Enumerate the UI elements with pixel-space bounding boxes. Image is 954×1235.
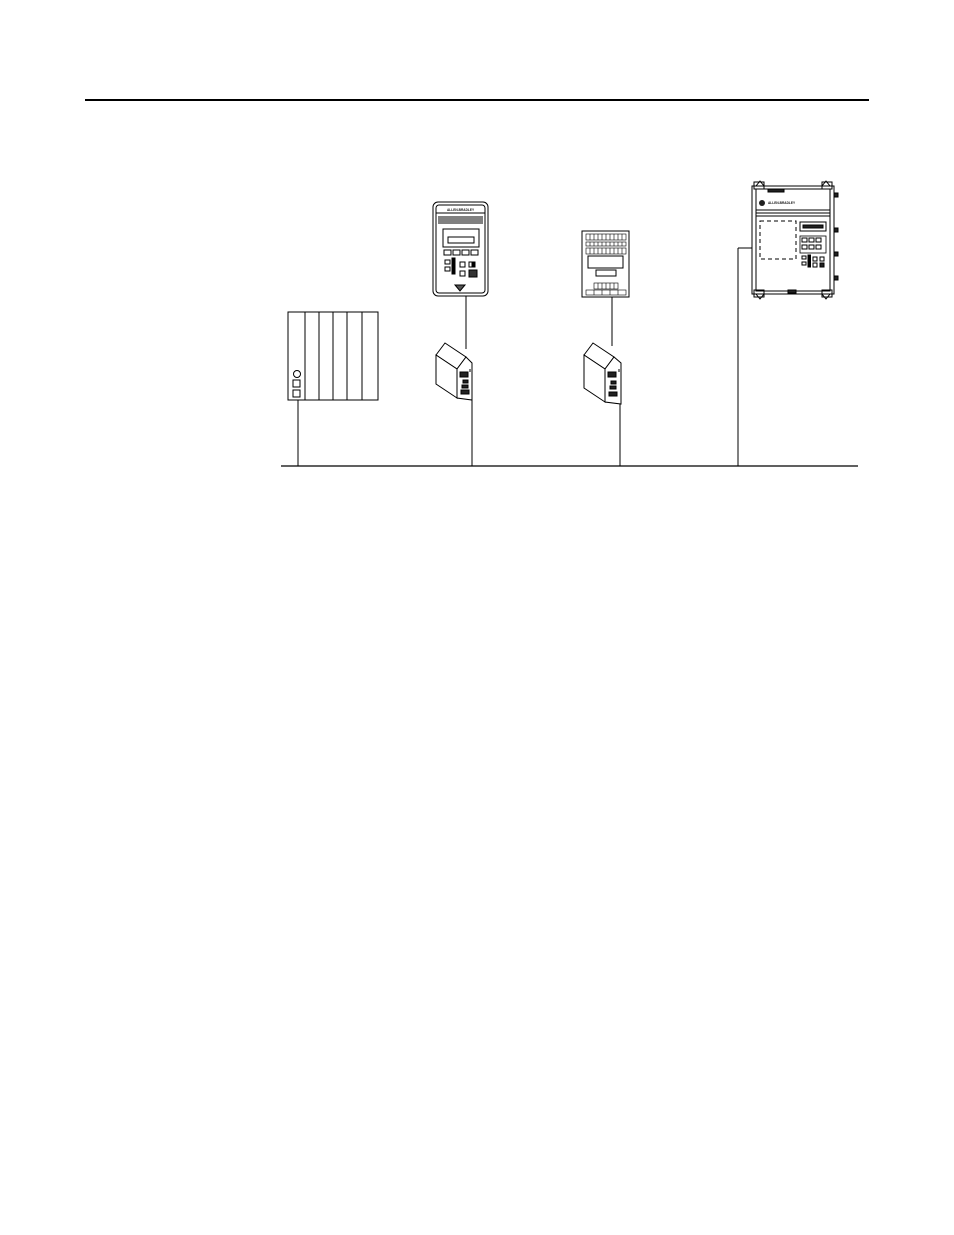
io-terminal-module-icon — [582, 231, 629, 297]
plc-rack-icon — [288, 312, 378, 400]
network-adapter-icon — [584, 343, 621, 404]
network-adapter-icon — [436, 343, 472, 400]
drive-enclosure-icon: ALLEN-BRADLEY — [752, 181, 838, 299]
drive-keypad-icon: ALLEN-BRADLEY — [433, 202, 488, 296]
drive-enclosure-logo: ALLEN-BRADLEY — [768, 201, 796, 205]
drive-keypad-logo: ALLEN-BRADLEY — [447, 208, 475, 212]
